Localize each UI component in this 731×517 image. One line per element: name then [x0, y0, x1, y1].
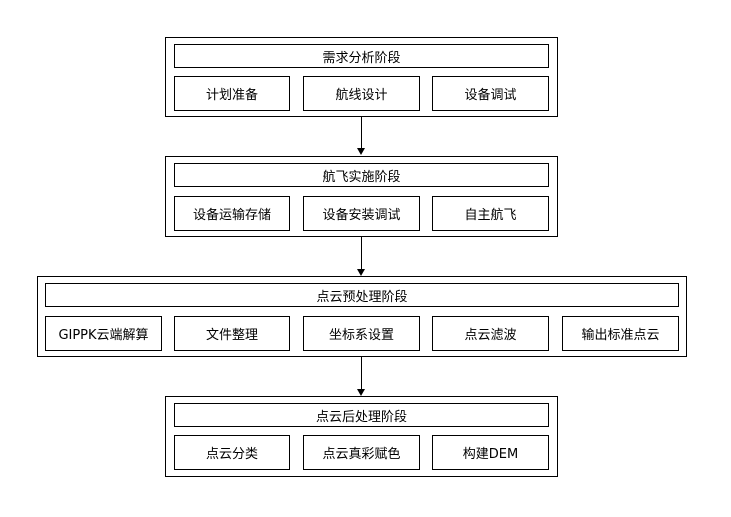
stage-4-item-1: 点云分类 — [174, 435, 290, 470]
stage-2-item-1: 设备运输存储 — [174, 196, 290, 231]
stage-1-item-1: 计划准备 — [174, 76, 290, 111]
stage-1-item-2: 航线设计 — [303, 76, 420, 111]
stage-2-item-3: 自主航飞 — [432, 196, 549, 231]
stage-1-item-3: 设备调试 — [432, 76, 549, 111]
stage-2-title: 航飞实施阶段 — [174, 163, 549, 187]
stage-3-title: 点云预处理阶段 — [45, 283, 679, 307]
stage-2-item-2: 设备安装调试 — [303, 196, 420, 231]
stage-3-item-5: 输出标准点云 — [562, 316, 679, 351]
stage-1-title: 需求分析阶段 — [174, 44, 549, 68]
stage-4-item-2: 点云真彩赋色 — [303, 435, 420, 470]
stage-4-item-3: 构建DEM — [432, 435, 549, 470]
stage-3-item-4: 点云滤波 — [432, 316, 549, 351]
stage-3-item-1: GIPPK云端解算 — [45, 316, 162, 351]
stage-3-item-3: 坐标系设置 — [303, 316, 420, 351]
stage-4-title: 点云后处理阶段 — [174, 403, 549, 427]
stage-3-item-2: 文件整理 — [174, 316, 290, 351]
